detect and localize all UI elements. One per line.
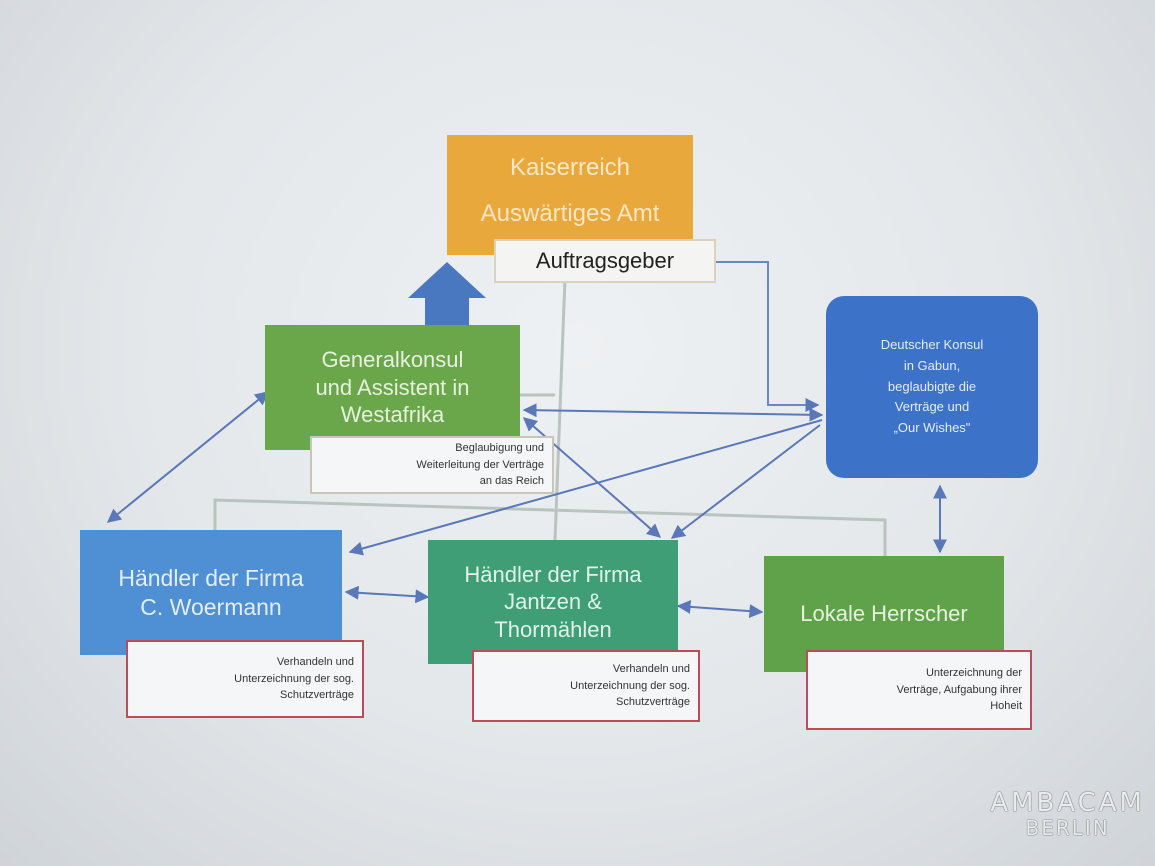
auswaertiges-amt-title: Auswärtiges Amt [480,200,660,227]
auftraggeber-to-jantzen-line [553,277,567,541]
konsul-jantzen-arrow [670,424,821,539]
auftraggeber-to-konsul-arrow [715,261,820,412]
kaiserreich-title: Kaiserreich [509,154,631,181]
woermann-jantzen-arrow [344,585,430,604]
watermark-line2: BERLIN [1025,816,1110,840]
jantzen-box: Händler der Firma Jantzen & Thormählen [428,540,678,664]
generalkonsul-konsul-arrow [522,403,824,422]
deutscher-konsul-box: Deutscher Konsul in Gabun, beglaubigte d… [826,296,1038,478]
big-up-arrow [408,262,486,332]
auftraggeber-tag: Auftragsgeber [494,239,716,283]
generalkonsul-woermann-arrow [106,391,270,523]
generalkonsul-note: Beglaubigung und Weiterleitung der Vertr… [310,436,554,494]
watermark-line1: AMBACAM [990,788,1145,818]
ambacam-watermark: AMBACAM BERLIN [990,788,1145,840]
jantzen-note: Verhandeln und Unterzeichnung der sog. S… [472,650,700,722]
lokale-herrscher-note: Unterzeichnung der Verträge, Aufgabung i… [806,650,1032,730]
woermann-note: Verhandeln und Unterzeichnung der sog. S… [126,640,364,718]
generalkonsul-box: Generalkonsul und Assistent in Westafrik… [265,325,520,450]
jantzen-herrscher-arrow [676,599,764,619]
kaiserreich-box: Kaiserreich Auswärtiges Amt [447,135,693,255]
woermann-box: Händler der Firma C. Woermann [80,530,342,655]
